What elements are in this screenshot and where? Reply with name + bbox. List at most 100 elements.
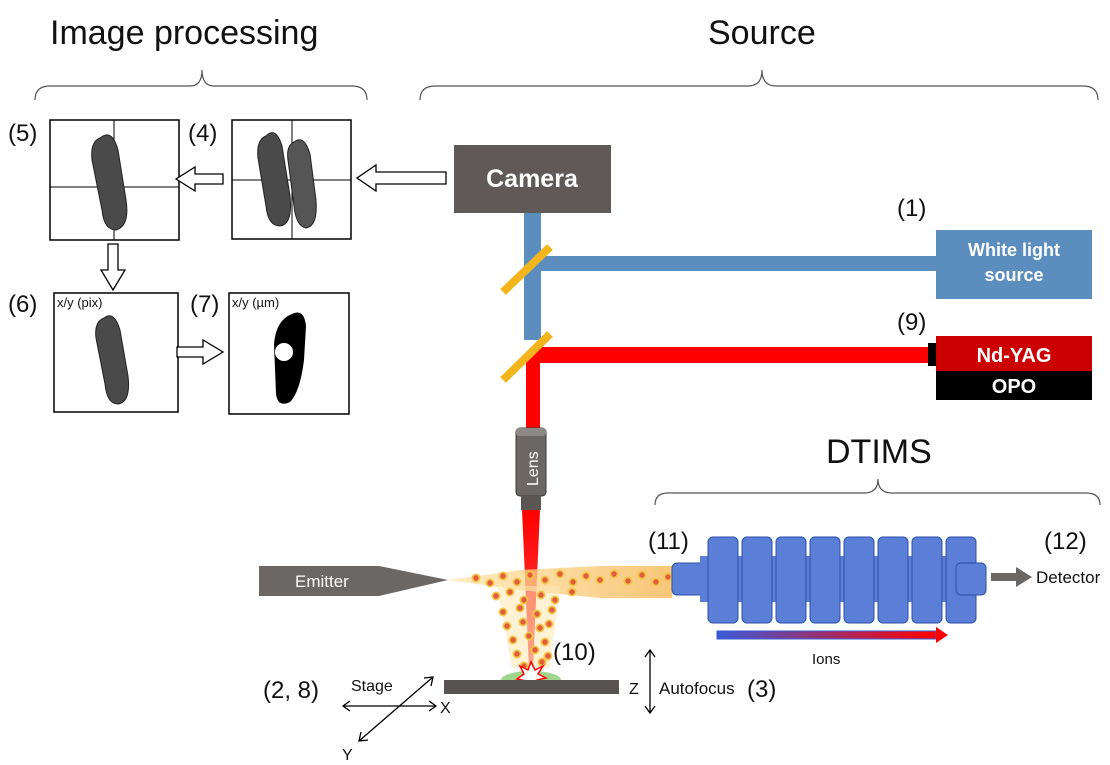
opo-label: OPO (992, 376, 1036, 398)
dtims-ring (877, 536, 909, 624)
ion-dot (471, 573, 481, 583)
panel-7-caption: x/y (µm) (232, 295, 279, 310)
ion-dot (530, 645, 540, 655)
particle-shape-a (257, 132, 291, 227)
mirror-lower (500, 331, 553, 383)
panel-5-centroid (49, 119, 180, 241)
ion-dot (547, 605, 557, 615)
ion-dot (535, 623, 545, 633)
arrow-panel5-to-6 (99, 243, 127, 292)
white-light-label-line1: White light (968, 240, 1060, 260)
step-11-label: (11) (648, 528, 689, 555)
white-light-label-line2: source (984, 265, 1043, 285)
laser-source: Nd-YAG OPO (928, 336, 1092, 400)
lens: Lens (515, 427, 547, 510)
step-2-8-label: (2, 8) (263, 677, 319, 704)
stage-axes (341, 648, 656, 742)
step-9-label: (9) (897, 309, 926, 336)
ions-arrow-head (936, 627, 948, 643)
desorption-plume (497, 586, 560, 668)
panel-7-micron-coords: x/y (µm) (228, 292, 350, 415)
brace-dtims (654, 478, 1101, 506)
step-7-label: (7) (190, 291, 219, 318)
ion-dot (519, 595, 529, 605)
panel-6-pixel-coords: x/y (pix) (53, 292, 179, 413)
ion-dot (505, 587, 515, 597)
ion-dot (544, 619, 554, 629)
ion-dot (508, 635, 518, 645)
emitter-label: Emitter (295, 572, 349, 591)
optical-path-vertical (524, 213, 541, 340)
ion-dot (537, 657, 547, 667)
ion-dot (568, 577, 578, 587)
dtims-ring (843, 536, 875, 624)
detector-label: Detector (1036, 568, 1101, 587)
ion-dot (524, 631, 534, 641)
ion-dot (651, 577, 661, 587)
ion-dot (518, 617, 528, 627)
optical-path-horizontal (541, 256, 936, 271)
arrow-camera-to-panel4 (355, 163, 447, 193)
dtims-ring (911, 536, 943, 624)
ion-dot (540, 637, 550, 647)
ion-dot (536, 590, 546, 600)
dtims-ring (707, 536, 739, 624)
particle-shape-b (287, 139, 317, 229)
step-12-label: (12) (1044, 528, 1087, 555)
ion-dot (491, 591, 501, 601)
ion-dot (623, 576, 633, 586)
target-spot (275, 343, 293, 361)
dtims-tube (671, 536, 987, 624)
ion-dot (540, 575, 550, 585)
stage (444, 680, 619, 694)
step-1-label: (1) (897, 195, 926, 222)
ion-dot (595, 575, 605, 585)
ion-dot (581, 571, 591, 581)
ion-dot (550, 595, 560, 605)
laser-horizontal (533, 347, 935, 363)
ion-dot (567, 587, 577, 597)
arrow-panel4-to-5 (174, 165, 224, 193)
detector-arrow (991, 567, 1032, 587)
axis-y-label: Y (342, 747, 353, 760)
ion-dot (512, 649, 522, 659)
dtims-ring (741, 536, 773, 624)
ion-dot (485, 578, 495, 588)
particle-shape (95, 315, 129, 405)
mirror-upper (500, 244, 553, 295)
header-image-processing: Image processing (50, 14, 318, 52)
dtims-ring (775, 536, 807, 624)
ions-arrow-shaft (716, 630, 937, 640)
autofocus-label: Autofocus (659, 679, 735, 698)
ion-dot (555, 569, 565, 579)
emitter: Emitter (259, 566, 448, 596)
step-5-label: (5) (8, 120, 37, 147)
brace-image-processing (34, 69, 368, 101)
step-6-label: (6) (8, 291, 37, 318)
axis-x-label: X (440, 700, 451, 717)
header-dtims: DTIMS (826, 433, 932, 471)
brace-source (419, 69, 1099, 101)
ion-dot (515, 603, 525, 613)
ion-dot (498, 607, 508, 617)
stage-label: Stage (351, 678, 393, 695)
step-4-label: (4) (188, 120, 217, 147)
camera-box: Camera (454, 145, 611, 213)
dtims-ring (809, 536, 841, 624)
ion-dot (502, 621, 512, 631)
lens-label: Lens (525, 451, 542, 486)
ion-dot (543, 651, 553, 661)
ion-dot (637, 570, 647, 580)
ion-dot (512, 577, 522, 587)
nd-yag-label: Nd-YAG (977, 345, 1052, 367)
ion-dot (525, 570, 535, 580)
ion-dot (609, 569, 619, 579)
panel-4-raw-image (231, 119, 352, 240)
panel-6-caption: x/y (pix) (57, 295, 103, 310)
ions-label: Ions (812, 651, 840, 668)
axis-z-label: Z (629, 681, 639, 698)
step-3-label: (3) (747, 676, 776, 703)
ion-dot (532, 609, 542, 619)
arrow-panel6-to-7 (176, 338, 225, 366)
